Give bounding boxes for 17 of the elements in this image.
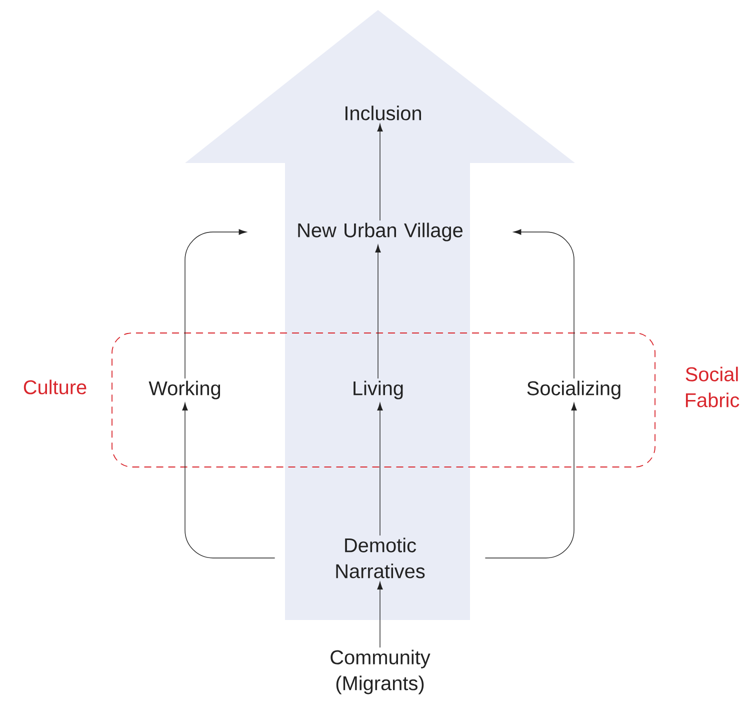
node-label: Living bbox=[354, 380, 403, 400]
group-label: Social Fabric bbox=[686, 366, 740, 408]
group-label: Culture bbox=[24, 380, 86, 394]
arrow bbox=[182, 402, 276, 558]
arrow bbox=[484, 402, 577, 558]
node-label: Demotic Narratives bbox=[336, 538, 425, 578]
arrow bbox=[377, 582, 383, 648]
node-label: Working bbox=[148, 380, 220, 400]
arrow bbox=[513, 229, 574, 379]
arrow bbox=[375, 244, 381, 379]
arrow bbox=[377, 402, 383, 536]
node-label: Community (Migrants) bbox=[330, 650, 430, 694]
node-label: New Urban Village bbox=[298, 222, 463, 242]
arrow bbox=[184, 229, 247, 379]
node-label: Inclusion bbox=[346, 106, 421, 120]
node-label: Socializing bbox=[527, 380, 620, 400]
arrow bbox=[377, 124, 383, 221]
